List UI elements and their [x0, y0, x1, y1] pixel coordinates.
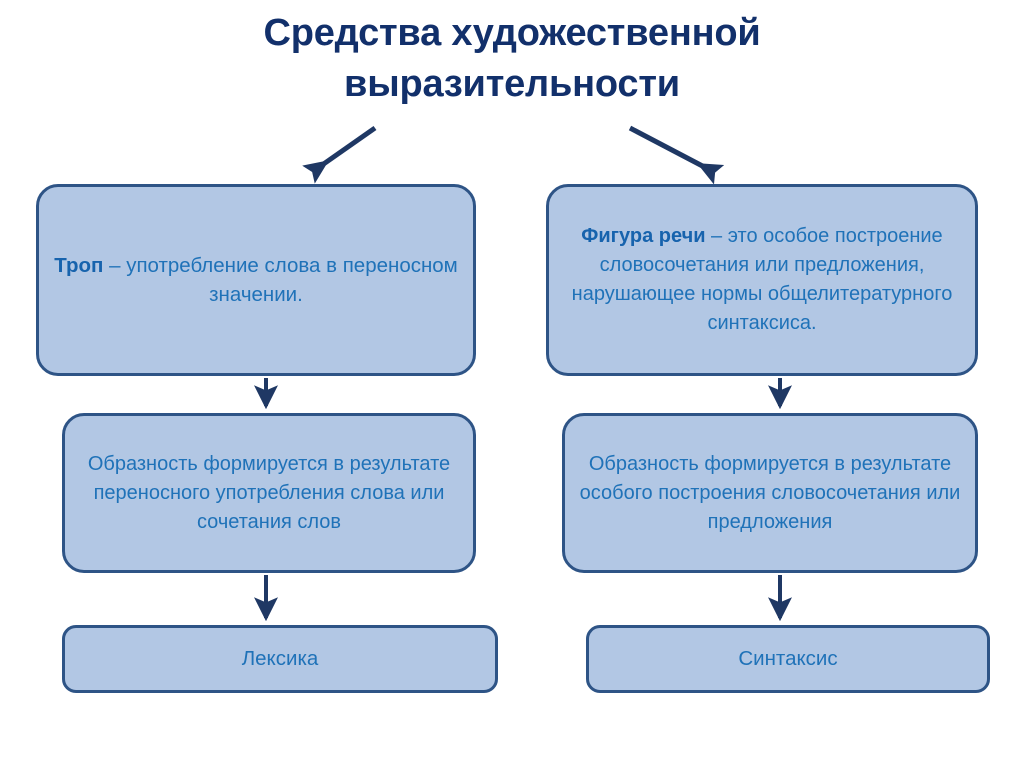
arrow-title-to-trop: [302, 125, 377, 184]
node-figura-rechi-definition: это особое построение словосочетания или…: [571, 225, 953, 334]
arrow-title-to-figura: [628, 125, 725, 185]
node-figura-rechi-dash: –: [705, 225, 728, 247]
node-trop-text: Троп – употребление слова в переносном з…: [53, 251, 459, 309]
node-leksika-label: Лексика: [241, 647, 319, 671]
node-sintaksis[interactable]: Синтаксис: [586, 625, 990, 693]
node-figura-rechi[interactable]: Фигура речи – это особое построение слов…: [546, 184, 978, 376]
diagram-title-line-1: Средства художественной: [263, 12, 761, 54]
node-sintaksis-label: Синтаксис: [738, 647, 838, 671]
node-leksika[interactable]: Лексика: [62, 625, 498, 693]
node-figura-rechi-text: Фигура речи – это особое построение слов…: [563, 222, 961, 338]
node-trop[interactable]: Троп – употребление слова в переносном з…: [36, 184, 476, 376]
diagram-title: Средства художественной выразительности: [0, 8, 1024, 111]
node-trop-dash: –: [103, 253, 127, 277]
node-lexis-description[interactable]: Образность формируется в результате пере…: [62, 413, 476, 573]
node-lexis-description-text: Образность формируется в результате пере…: [87, 452, 451, 533]
node-trop-definition: употребление слова в переносном значении…: [126, 253, 458, 306]
node-syntax-description-text: Образность формируется в результате особ…: [579, 452, 961, 533]
node-syntax-description[interactable]: Образность формируется в результате особ…: [562, 413, 978, 573]
node-trop-term: Троп: [54, 253, 104, 277]
node-figura-rechi-term: Фигура речи: [581, 225, 706, 247]
diagram-title-line-2: выразительности: [344, 63, 680, 106]
